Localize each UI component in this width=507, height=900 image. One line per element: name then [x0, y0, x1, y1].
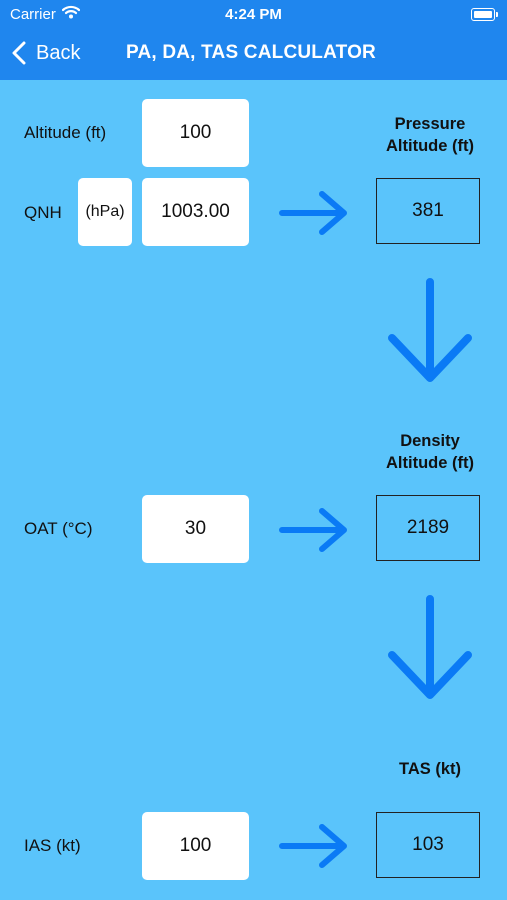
page-title: PA, DA, TAS CALCULATOR [126, 42, 376, 63]
pressure-altitude-heading: Pressure Altitude (ft) [355, 113, 505, 157]
density-altitude-heading-line1: Density [400, 432, 460, 450]
arrow-down-icon [388, 278, 472, 382]
density-altitude-heading-line2: Altitude (ft) [386, 454, 474, 472]
density-altitude-heading: Density Altitude (ft) [355, 430, 505, 474]
clock: 4:24 PM [225, 6, 282, 23]
arrow-right-icon [279, 824, 347, 868]
back-button[interactable]: Back [12, 38, 80, 68]
pressure-altitude-heading-line2: Altitude (ft) [386, 137, 474, 155]
ias-label: IAS (kt) [24, 836, 81, 855]
density-altitude-result: 2189 [376, 495, 480, 561]
wifi-icon [61, 5, 81, 23]
altitude-label: Altitude (ft) [24, 123, 107, 142]
altitude-input[interactable]: 100 [142, 99, 249, 167]
battery-icon [471, 8, 498, 21]
qnh-input[interactable]: 1003.00 [142, 178, 249, 246]
chevron-left-icon [12, 41, 26, 65]
oat-label: OAT (°C) [24, 519, 93, 538]
pressure-altitude-heading-line1: Pressure [394, 115, 466, 133]
tas-result: 103 [376, 812, 480, 878]
tas-heading: TAS (kt) [398, 760, 462, 778]
oat-input[interactable]: 30 [142, 495, 249, 563]
arrow-down-icon [388, 595, 472, 699]
ias-input[interactable]: 100 [142, 812, 249, 880]
carrier-label: Carrier [10, 6, 56, 23]
navigation-bar: Back PA, DA, TAS CALCULATOR [0, 28, 507, 80]
qnh-label: QNH [24, 203, 62, 222]
qnh-unit-selector[interactable]: (hPa) [78, 178, 132, 246]
arrow-right-icon [279, 508, 347, 552]
pressure-altitude-result: 381 [376, 178, 480, 244]
arrow-right-icon [279, 191, 347, 235]
status-bar: Carrier 4:24 PM [0, 0, 507, 28]
back-label: Back [36, 41, 81, 64]
